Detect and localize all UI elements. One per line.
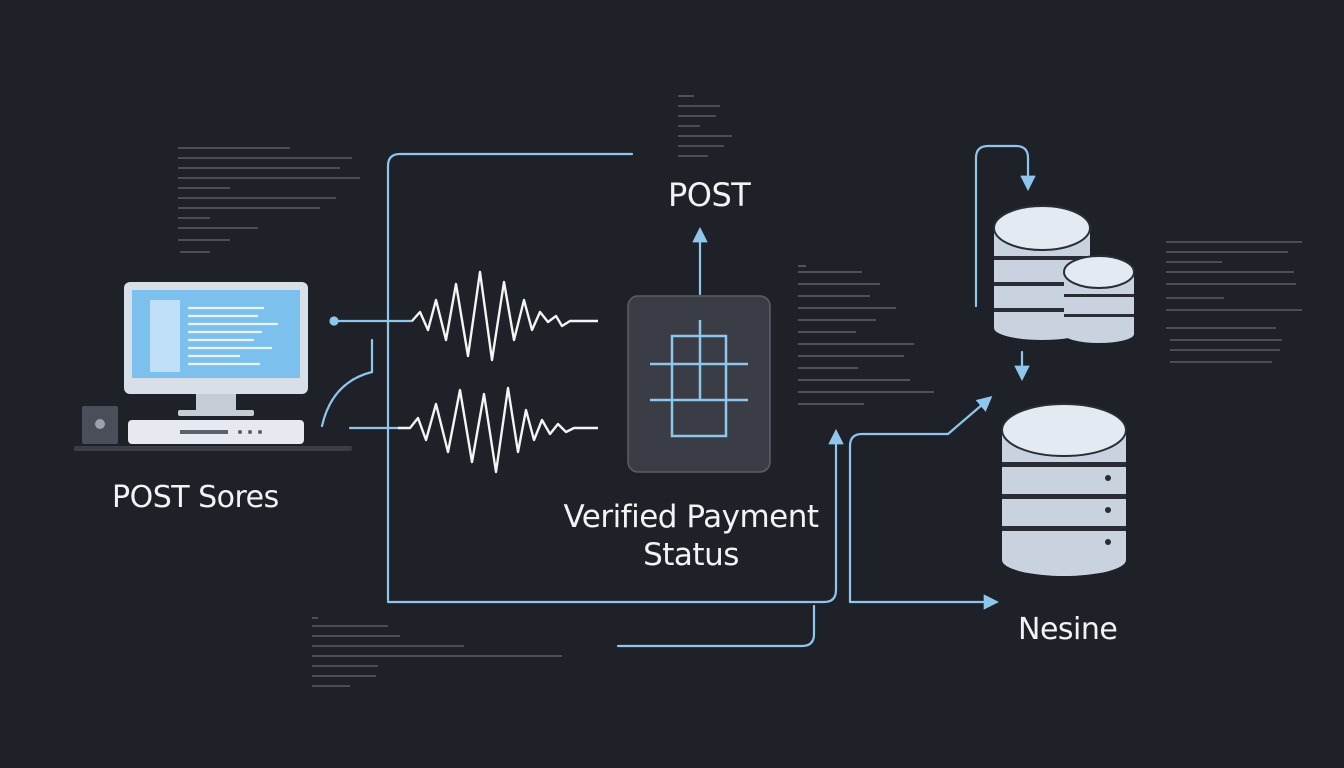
source-label: POST Sores (112, 480, 279, 515)
signal-waveform (398, 386, 598, 474)
signal-waveform (411, 270, 598, 362)
annotation-text-block (798, 265, 934, 405)
destination-label: Nesine (1018, 612, 1118, 647)
annotation-text-block (178, 147, 360, 253)
status-label-line2: Status (643, 537, 739, 573)
method-label: POST (668, 176, 751, 214)
annotation-text-block (312, 617, 562, 687)
desktop-computer-icon (74, 282, 352, 451)
connector-lines (320, 144, 1036, 648)
status-label-line1: Verified Payment (563, 499, 819, 535)
status-label: Verified Payment Status (556, 498, 826, 574)
annotation-text-block (1166, 241, 1302, 363)
grid-chip-icon (627, 295, 771, 473)
database-icon (1063, 255, 1135, 343)
database-icon (1001, 403, 1127, 576)
annotation-text-block (678, 95, 732, 157)
